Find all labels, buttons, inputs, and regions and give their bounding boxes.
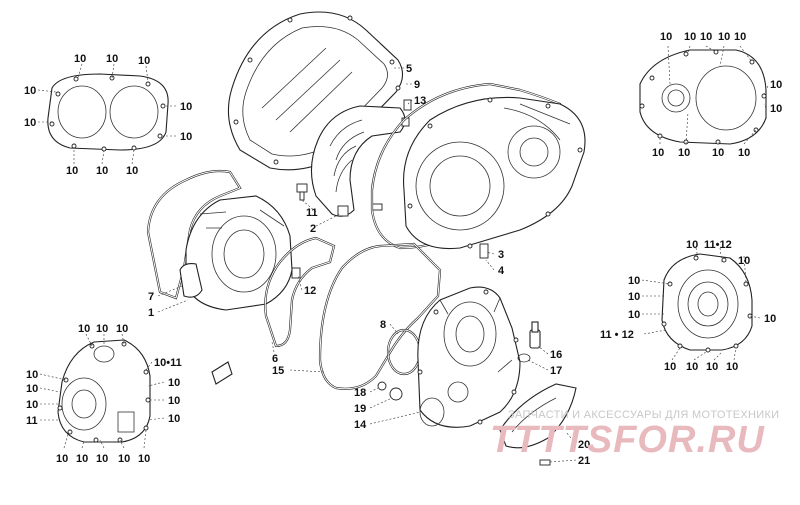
left-gasket: [146, 169, 242, 300]
callout-4: 4: [498, 265, 505, 277]
callout-10: 10: [106, 53, 118, 65]
drain-plug-parts: [377, 381, 403, 401]
large-gasket: [318, 242, 442, 390]
callout-10: 10: [24, 85, 36, 97]
callout-10: 10: [126, 165, 138, 177]
callout-10: 10: [168, 395, 180, 407]
engine-cover-left-view: [57, 339, 151, 443]
callout-17: 17: [550, 365, 562, 377]
callout-13: 13: [414, 95, 426, 107]
watermark-text: ЗАПЧАСТИ И АКСЕССУАРЫ ДЛЯ МОТОТЕХНИКИ: [508, 409, 779, 421]
callout-10: 10: [96, 323, 108, 335]
callout-3: 3: [498, 249, 504, 261]
callout-12: 12: [304, 285, 316, 297]
middle-gasket: [264, 236, 336, 348]
drive-housing: [179, 195, 293, 311]
callout-10: 10: [734, 31, 746, 43]
callout-10: 10: [770, 79, 782, 91]
inner-clutch-cover: [402, 96, 586, 259]
stator-cover-right-view: [661, 253, 753, 353]
callout-9: 9: [414, 79, 420, 91]
callout-10: 10: [96, 165, 108, 177]
callout-10: 10: [76, 453, 88, 465]
callout-10: 10: [628, 291, 640, 303]
callout-10: 10: [770, 103, 782, 115]
callout-10: 10: [686, 239, 698, 251]
callout-10: 10: [628, 275, 640, 287]
callout-10: 10: [138, 453, 150, 465]
callout-10-11: 10•11: [154, 357, 182, 369]
stator-cover: [417, 286, 521, 428]
callout-10: 10: [26, 399, 38, 411]
air-duct: [310, 99, 412, 217]
callout-10: 10: [180, 101, 192, 113]
callout-10: 10: [652, 147, 664, 159]
callout-10: 10: [74, 53, 86, 65]
leader-lines: [37, 45, 769, 463]
callout-10: 10: [738, 255, 750, 267]
callout-10: 10: [712, 147, 724, 159]
watermark-logo: TTTTSFOR.RU: [490, 419, 765, 461]
callout-14: 14: [354, 419, 367, 431]
callout-6: 6: [272, 353, 278, 365]
callout-10: 10: [628, 309, 640, 321]
callout-19: 19: [354, 403, 366, 415]
callout-11-12: 11 • 12: [600, 329, 634, 341]
callout-10: 10: [738, 147, 750, 159]
callout-10: 10: [660, 31, 672, 43]
callout-10: 10: [726, 361, 738, 373]
callout-8: 8: [380, 319, 386, 331]
callout-15: 15: [272, 365, 284, 377]
oil-filler-cap: [517, 321, 541, 363]
outer-clutch-cover-right-view: [639, 49, 767, 145]
callout-11-12: 11•12: [704, 239, 732, 251]
callout-10: 10: [664, 361, 676, 373]
callout-10: 10: [26, 369, 38, 381]
outer-clutch-cover-small: [47, 73, 169, 152]
watermark: ЗАПЧАСТИ И АКСЕССУАРЫ ДЛЯ МОТОТЕХНИКИ TT…: [490, 409, 779, 461]
callout-10: 10: [116, 323, 128, 335]
bolts-small: [291, 183, 349, 279]
callout-10: 10: [118, 453, 130, 465]
callout-10: 10: [56, 453, 68, 465]
callout-10: 10: [78, 323, 90, 335]
small-bracket: [211, 361, 233, 385]
callout-10: 10: [168, 377, 180, 389]
callout-10: 10: [26, 383, 38, 395]
callout-1: 1: [148, 307, 154, 319]
callout-2: 2: [310, 223, 316, 235]
callout-10: 10: [180, 131, 192, 143]
callout-10: 10: [66, 165, 78, 177]
callout-10: 10: [718, 31, 730, 43]
callout-10: 10: [706, 361, 718, 373]
callout-10: 10: [138, 55, 150, 67]
callout-21: 21: [578, 455, 590, 467]
callout-10: 10: [764, 313, 776, 325]
callout-5: 5: [406, 63, 412, 75]
callout-10: 10: [678, 147, 690, 159]
callout-10: 10: [96, 453, 108, 465]
callout-10: 10: [168, 413, 180, 425]
callout-10: 10: [24, 117, 36, 129]
small-cover: [499, 383, 577, 466]
callout-18: 18: [354, 387, 366, 399]
callout-labels: 10 10 10 10 10 10 10 10 10 10 5 9 13 11 …: [24, 31, 782, 467]
callout-11: 11: [306, 207, 318, 219]
callout-10: 10: [684, 31, 696, 43]
callout-20: 20: [578, 439, 590, 451]
callout-10: 10: [700, 31, 712, 43]
callout-16: 16: [550, 349, 562, 361]
outer-belt-cover: [227, 11, 404, 171]
callout-7: 7: [148, 291, 154, 303]
o-ring: [386, 328, 422, 376]
callout-11: 11: [26, 415, 38, 427]
callout-10: 10: [686, 361, 698, 373]
